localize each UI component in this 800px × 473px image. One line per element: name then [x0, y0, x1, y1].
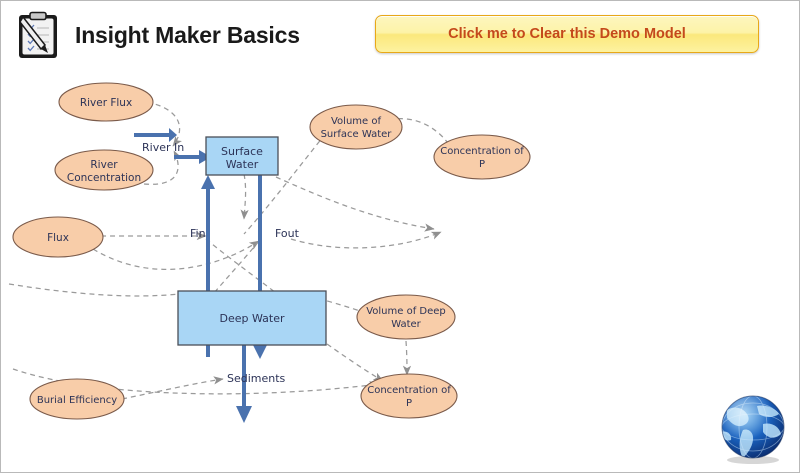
model-diagram[interactable]: Surface Water Deep Water River Flux Rive… [1, 69, 800, 473]
variable-volume-of-surface-water[interactable]: Volume of Surface Water [309, 104, 403, 150]
flow-sediments-arrowhead [236, 406, 252, 423]
globe-icon[interactable] [717, 392, 789, 464]
variable-concentration-of-p-deep-label-line1: Concentration of [367, 385, 451, 396]
link-left-sweep-to-concentration-p-deep [12, 368, 380, 395]
variable-flux-label: Flux [47, 232, 69, 244]
clipboard-icon [19, 11, 57, 58]
stock-deep-water[interactable]: Deep Water [177, 290, 327, 346]
link-group [8, 101, 454, 400]
stock-surface-water[interactable]: Surface Water [205, 136, 279, 176]
link-flux-to-fout [92, 240, 260, 270]
link-cross-b [196, 240, 260, 315]
variable-concentration-of-p-deep[interactable]: Concentration of P [360, 373, 458, 419]
header-bar: Insight Maker Basics Click me to Clear t… [1, 1, 799, 69]
stock-deep-water-label: Deep Water [219, 312, 284, 325]
variable-volume-of-deep-water[interactable]: Volume of Deep Water [356, 294, 456, 340]
pen-icon [19, 15, 48, 53]
variable-burial-efficiency-label: Burial Efficiency [37, 395, 117, 406]
page-title: Insight Maker Basics [75, 22, 300, 48]
link-deep-chain-to-concentration-p [290, 231, 442, 249]
variable-concentration-of-p-surface[interactable]: Concentration of P [433, 134, 531, 180]
variable-volume-of-surface-water-label-line2: Surface Water [321, 129, 393, 140]
stock-surface-water-label-line1: Surface [221, 145, 263, 158]
flow-river-in-source-tip [169, 128, 177, 142]
flow-fout-arrowhead [253, 345, 267, 359]
flow-label-river-in: River In [142, 141, 184, 154]
clear-demo-model-button[interactable]: Click me to Clear this Demo Model [375, 15, 759, 53]
link-surface-water-to-fout [240, 173, 249, 220]
link-surface-water-to-concentration-p [275, 176, 435, 232]
link-river-flux-to-river-in [146, 101, 182, 147]
stock-surface-water-label-line2: Water [226, 158, 259, 171]
variable-concentration-of-p-surface-label-line2: P [479, 159, 485, 170]
variable-concentration-of-p-surface-label-line1: Concentration of [440, 146, 524, 157]
flow-fin-arrowhead [201, 175, 215, 189]
variable-river-concentration-label-line1: River [90, 159, 118, 171]
variable-volume-of-surface-water-label-line1: Volume of [331, 116, 381, 127]
variable-volume-of-deep-water-label-line1: Volume of Deep [366, 306, 446, 317]
flow-label-fin: Fin [190, 227, 206, 240]
variable-flux[interactable]: Flux [12, 216, 104, 258]
link-volume-surface-to-concentration-p [388, 118, 454, 152]
variable-river-flux-label: River Flux [80, 97, 132, 109]
variable-burial-efficiency[interactable]: Burial Efficiency [29, 378, 125, 420]
variable-volume-of-deep-water-label-line2: Water [391, 319, 421, 330]
variable-concentration-of-p-deep-label-line2: P [406, 398, 412, 409]
variable-river-flux[interactable]: River Flux [58, 82, 154, 122]
flow-label-sediments: Sediments [227, 372, 286, 385]
link-left-edge-to-deep-water [8, 283, 180, 297]
variable-river-concentration-label-line2: Concentration [67, 172, 141, 184]
flow-river-in-arrowhead [199, 150, 211, 164]
flow-label-fout: Fout [275, 227, 300, 240]
link-deep-water-to-concentration-p-deep [326, 343, 384, 382]
link-volume-deep-to-concentration-p-deep [402, 340, 412, 376]
link-burial-efficiency-to-sediments [121, 376, 224, 400]
model-canvas[interactable]: Surface Water Deep Water River Flux Rive… [1, 69, 800, 473]
variable-river-concentration[interactable]: River Concentration [54, 149, 154, 191]
